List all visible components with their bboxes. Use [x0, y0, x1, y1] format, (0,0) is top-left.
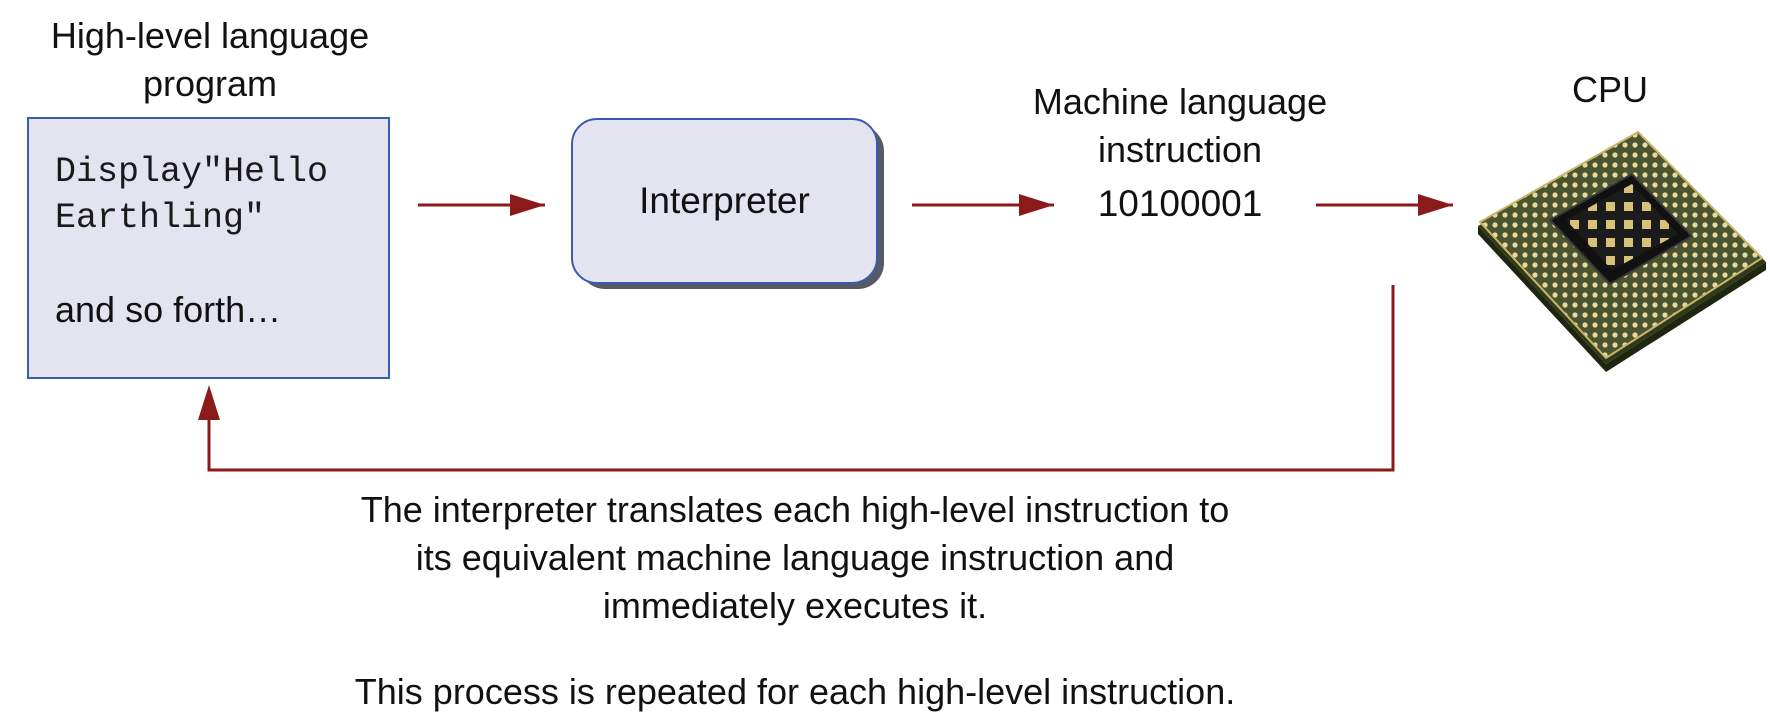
- machine-language-title: Machine language instruction: [980, 78, 1380, 174]
- high-level-program-title-line2: program: [142, 63, 278, 104]
- high-level-program-title: High-level language program: [10, 12, 410, 108]
- machine-language-title-line1: Machine language: [1032, 81, 1328, 122]
- program-code-line-1: Display"Hello: [55, 152, 329, 192]
- caption-line-2: its equivalent machine language instruct…: [415, 537, 1175, 578]
- machine-language-code: 10100001: [1097, 183, 1263, 224]
- high-level-program-title-line1: High-level language: [50, 15, 370, 56]
- arrow-interpreter-to-machine-code: [912, 194, 1054, 216]
- cpu-chip-icon: [1478, 130, 1766, 372]
- program-code-line-2: Earthling": [55, 198, 266, 238]
- cpu-title: CPU: [1571, 69, 1648, 110]
- diagram-caption: The interpreter translates each high-lev…: [200, 486, 1390, 630]
- program-more-text: and so forth…: [55, 289, 282, 330]
- high-level-program-box: Display"Hello Earthling" and so forth…: [27, 117, 390, 379]
- interpreter-label: Interpreter: [639, 180, 810, 221]
- machine-language-title-line2: instruction: [1097, 129, 1263, 170]
- diagram-caption-repeat-note: This process is repeated for each high-l…: [354, 671, 1236, 712]
- arrow-feedback-loop: [198, 285, 1395, 472]
- interpreter-box: Interpreter: [571, 118, 878, 284]
- caption-line-1: The interpreter translates each high-lev…: [360, 489, 1230, 530]
- arrow-program-to-interpreter: [418, 194, 545, 216]
- caption-line-3: immediately executes it.: [602, 585, 988, 626]
- arrow-machine-code-to-cpu: [1316, 194, 1453, 216]
